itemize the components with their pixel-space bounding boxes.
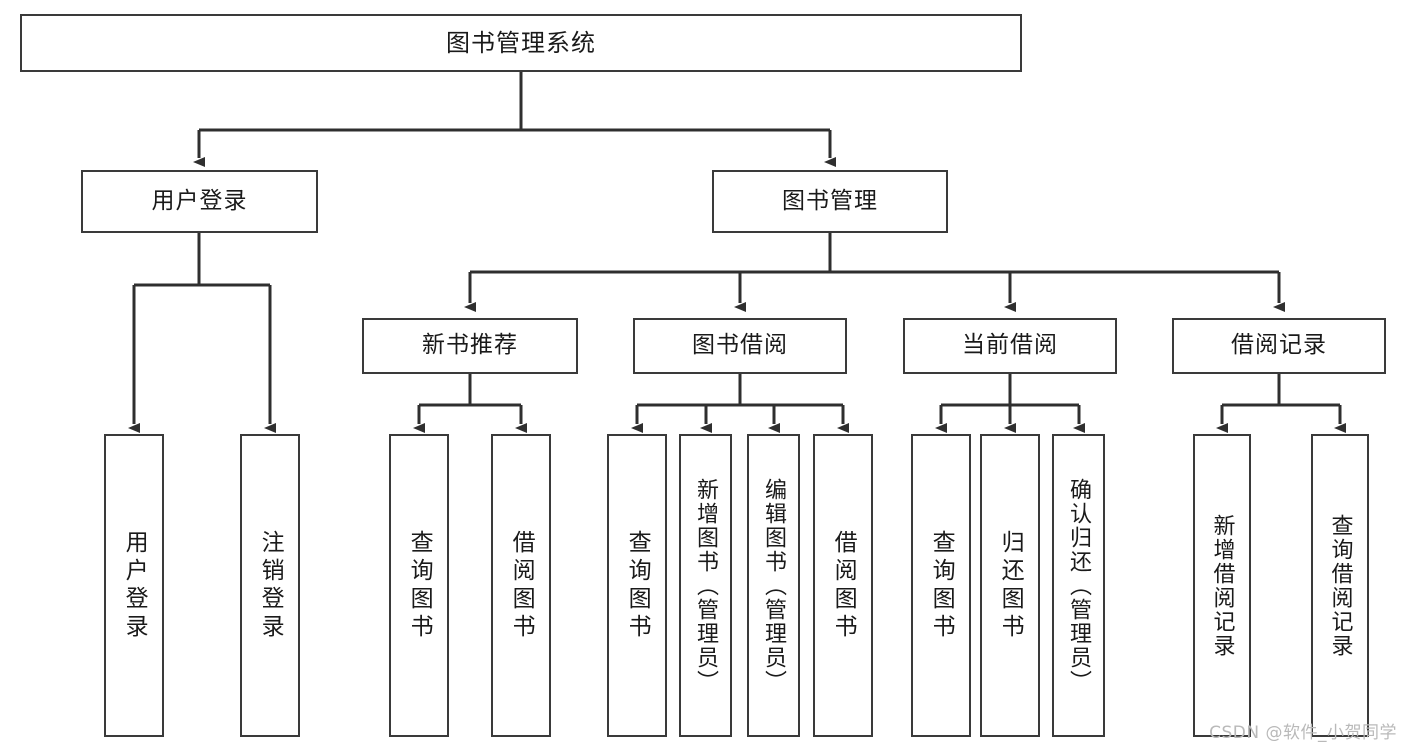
leaf-current-borrow-confirm-return-admin[interactable]: 确认归还（管理员） [1052,434,1105,737]
node-user-login[interactable]: 用户登录 [81,170,318,233]
leaf-new-book-query-book[interactable]: 查询图书 [389,434,449,737]
node-book-borrow[interactable]: 图书借阅 [633,318,847,374]
node-borrow-record[interactable]: 借阅记录 [1172,318,1386,374]
leaf-book-borrow-add-book-admin[interactable]: 新增图书（管理员） [679,434,732,737]
node-label: 确认归还（管理员） [1066,477,1092,694]
node-label: 新增借阅记录 [1209,513,1235,658]
node-label: 查询图书 [406,529,433,642]
leaf-user-login-logout[interactable]: 注销登录 [240,434,300,737]
node-label: 借阅记录 [1231,332,1327,359]
node-root-book-management-system[interactable]: 图书管理系统 [20,14,1022,72]
leaf-borrow-record-query-record[interactable]: 查询借阅记录 [1311,434,1369,737]
leaf-user-login-login[interactable]: 用户登录 [104,434,164,737]
leaf-new-book-borrow-book[interactable]: 借阅图书 [491,434,551,737]
node-label: 借阅图书 [508,529,535,642]
node-label: 当前借阅 [962,332,1058,359]
leaf-book-borrow-edit-book-admin[interactable]: 编辑图书（管理员） [747,434,800,737]
node-label: 查询借阅记录 [1327,513,1353,658]
node-label: 查询图书 [624,529,651,642]
node-label: 查询图书 [928,529,955,642]
node-label: 图书借阅 [692,332,788,359]
node-label: 借阅图书 [830,529,857,642]
node-label: 图书管理 [782,187,878,214]
node-label: 用户登录 [151,187,248,214]
node-label: 新增图书（管理员） [693,477,719,694]
leaf-book-borrow-borrow-book[interactable]: 借阅图书 [813,434,873,737]
node-label: 注销登录 [257,529,284,642]
leaf-current-borrow-query-book[interactable]: 查询图书 [911,434,971,737]
leaf-borrow-record-add-record[interactable]: 新增借阅记录 [1193,434,1251,737]
leaf-current-borrow-return-book[interactable]: 归还图书 [980,434,1040,737]
node-label: 编辑图书（管理员） [761,477,787,694]
node-label: 新书推荐 [422,332,518,359]
leaf-book-borrow-query-book[interactable]: 查询图书 [607,434,667,737]
node-label: 图书管理系统 [446,28,596,57]
node-new-book-recommend[interactable]: 新书推荐 [362,318,578,374]
node-label: 用户登录 [121,529,148,642]
node-book-management[interactable]: 图书管理 [712,170,948,233]
csdn-watermark: CSDN @软件_小贺同学 [1209,723,1397,743]
node-current-borrow[interactable]: 当前借阅 [903,318,1117,374]
node-label: 归还图书 [997,529,1024,642]
